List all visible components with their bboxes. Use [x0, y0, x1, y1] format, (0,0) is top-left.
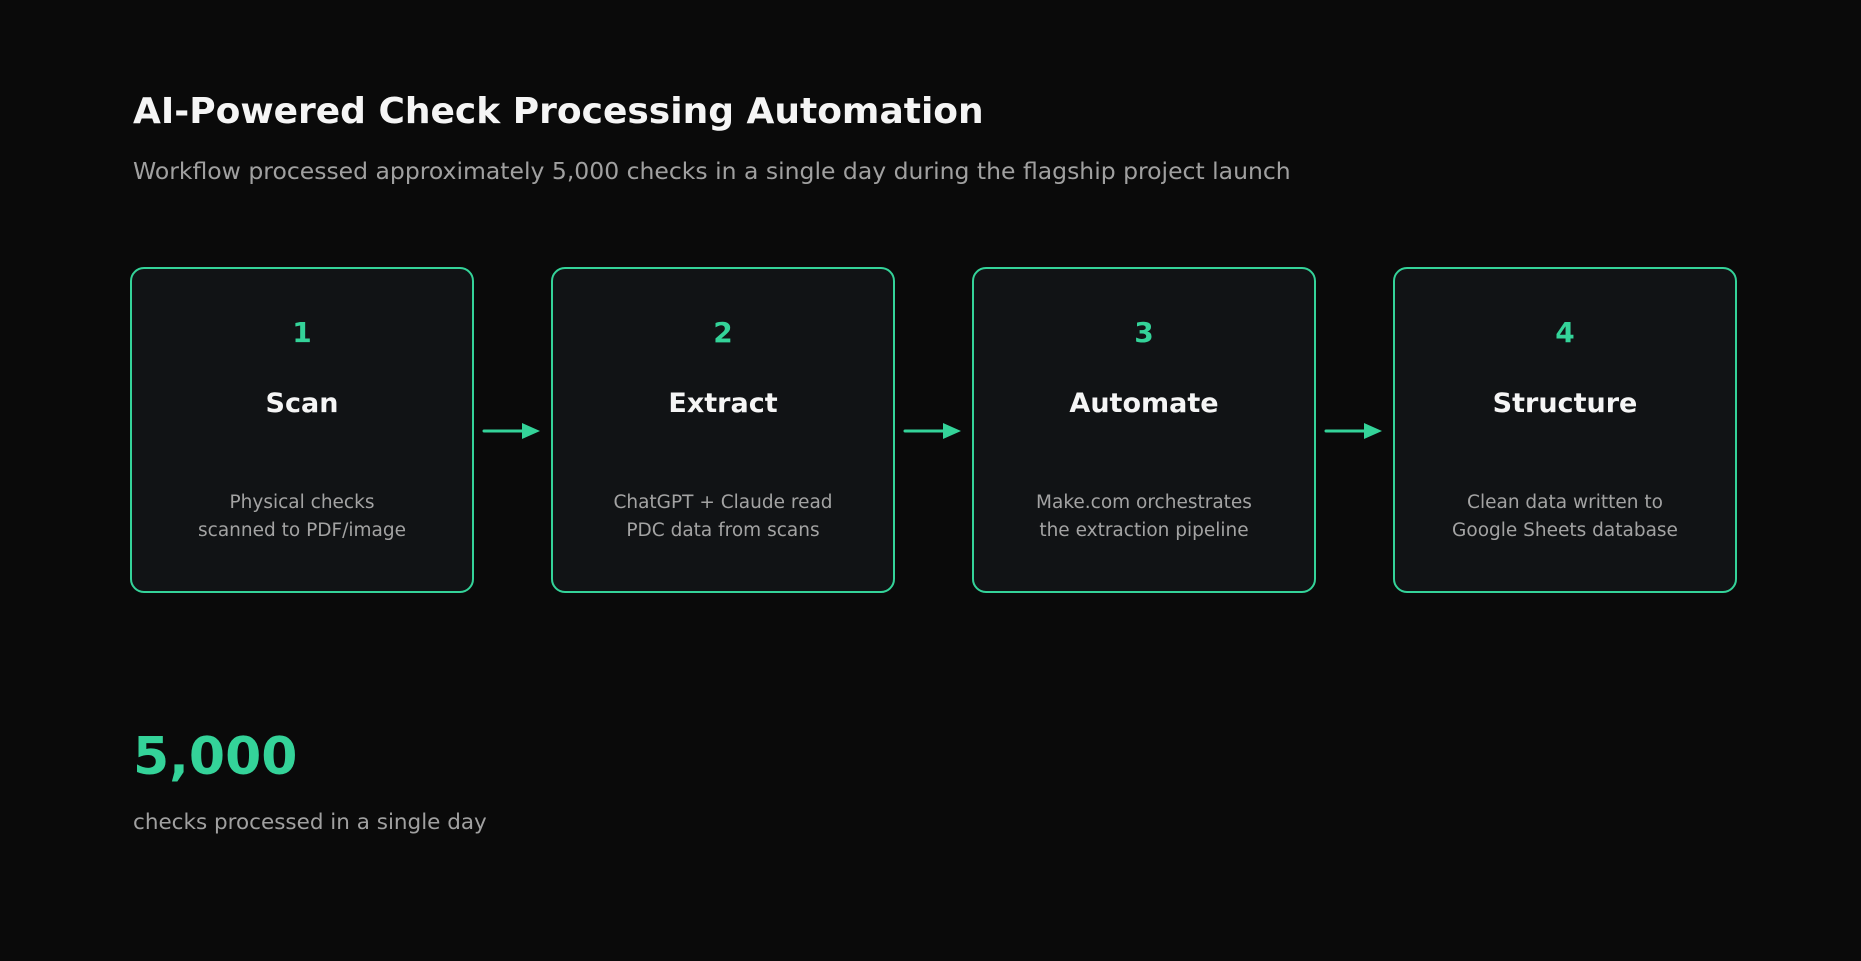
step-description-line: Google Sheets database [1452, 520, 1678, 541]
step-description-line: the extraction pipeline [1039, 520, 1249, 541]
step-description: Make.com orchestrates the extraction pip… [984, 489, 1304, 545]
step-description-line: Physical checks [229, 492, 375, 513]
step-card-structure: 4 Structure Clean data written to Google… [1393, 267, 1737, 593]
step-number: 3 [1134, 316, 1154, 349]
step-description: Clean data written to Google Sheets data… [1405, 489, 1725, 545]
stat-label: checks processed in a single day [133, 810, 487, 835]
step-card-scan: 1 Scan Physical checks scanned to PDF/im… [130, 267, 474, 593]
arrow-right-icon [903, 423, 961, 439]
step-description-line: PDC data from scans [626, 520, 820, 541]
arrow-right-icon [482, 423, 540, 439]
step-description: Physical checks scanned to PDF/image [142, 489, 462, 545]
arrow-right-icon [1324, 423, 1382, 439]
step-description: ChatGPT + Claude read PDC data from scan… [563, 489, 883, 545]
page-subtitle: Workflow processed approximately 5,000 c… [133, 157, 1291, 185]
step-name: Scan [265, 388, 339, 419]
step-name: Extract [668, 388, 778, 419]
step-description-line: Clean data written to [1467, 492, 1663, 513]
page-title: AI-Powered Check Processing Automation [133, 91, 984, 132]
stat-value: 5,000 [133, 727, 298, 787]
step-card-extract: 2 Extract ChatGPT + Claude read PDC data… [551, 267, 895, 593]
step-number: 2 [713, 316, 733, 349]
step-name: Structure [1492, 388, 1638, 419]
step-number: 4 [1555, 316, 1575, 349]
step-number: 1 [292, 316, 312, 349]
step-description-line: ChatGPT + Claude read [613, 492, 833, 513]
step-name: Automate [1069, 388, 1219, 419]
step-card-automate: 3 Automate Make.com orchestrates the ext… [972, 267, 1316, 593]
step-description-line: scanned to PDF/image [198, 520, 406, 541]
step-description-line: Make.com orchestrates [1036, 492, 1252, 513]
